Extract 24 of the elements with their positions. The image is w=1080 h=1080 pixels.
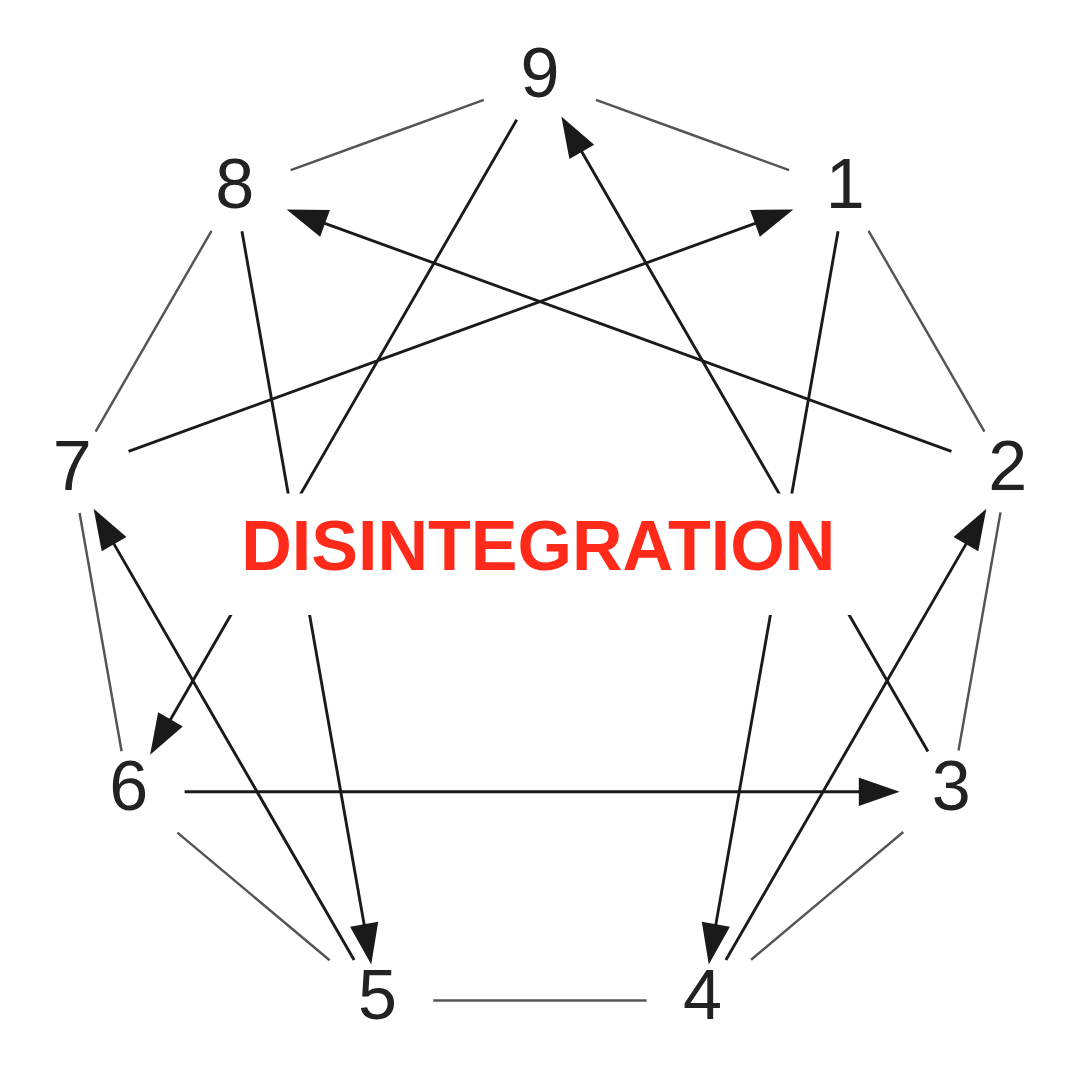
arrow	[724, 508, 987, 961]
arrow	[286, 209, 952, 453]
arrow	[93, 508, 356, 961]
connector	[957, 512, 1002, 751]
connector	[176, 831, 331, 962]
node-text: 4	[682, 955, 722, 1034]
connector	[595, 98, 790, 172]
node-text: 8	[215, 145, 255, 224]
node-text: 3	[931, 746, 971, 825]
label: DISINTEGRATION	[241, 507, 836, 586]
node-text: 1	[825, 145, 865, 224]
node-text: 5	[358, 955, 398, 1034]
arrow	[128, 209, 794, 453]
connector	[94, 230, 213, 433]
node-text: 2	[988, 426, 1028, 505]
connector	[750, 831, 905, 961]
node-text: 7	[52, 426, 92, 505]
arrow	[184, 777, 900, 807]
connector	[290, 98, 485, 172]
node-text: 6	[109, 746, 149, 825]
connector	[867, 230, 986, 433]
node-text: 9	[520, 34, 560, 113]
connector	[78, 512, 123, 752]
connector	[433, 999, 647, 1002]
